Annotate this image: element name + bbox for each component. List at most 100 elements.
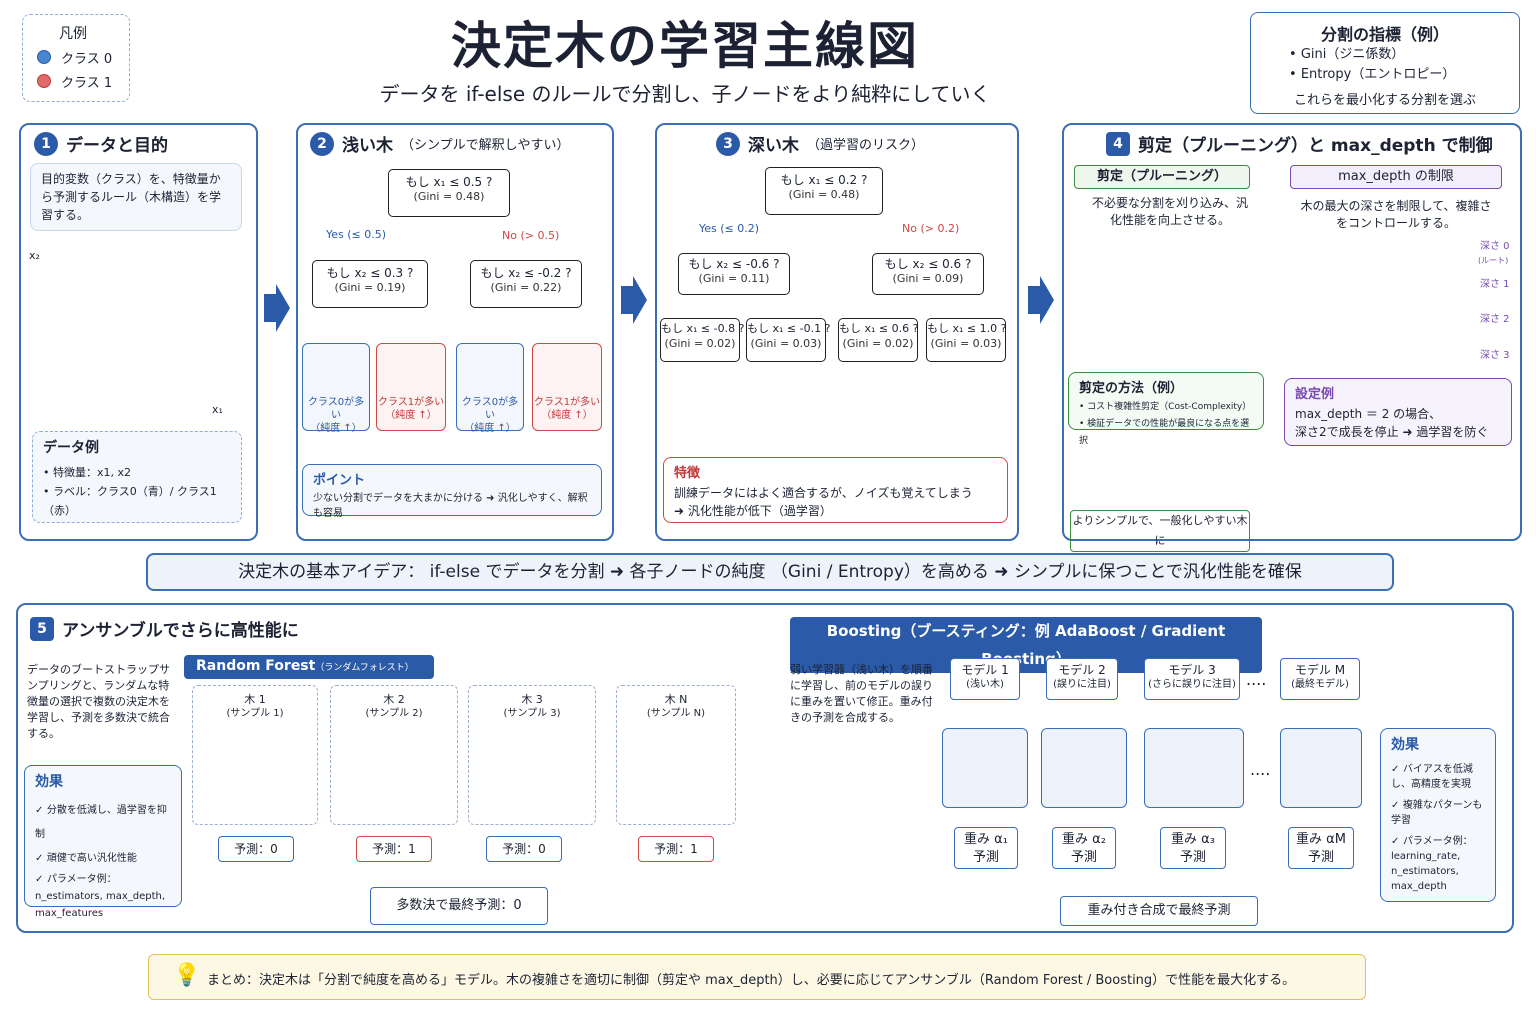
class0-dot-icon — [37, 50, 51, 64]
legend-class0: クラス 0 — [61, 52, 113, 67]
tree-node-low: もし x₁ ≤ 0.6 ?(Gini = 0.02) — [838, 318, 918, 362]
rf-effect-item: 頑健で高い汎化性能 — [35, 847, 171, 871]
lightbulb-icon: 💡 — [173, 963, 201, 988]
panel2-title: 2 浅い木（シンプルで解釈しやすい） — [310, 131, 569, 156]
panel-ensemble — [16, 603, 1514, 933]
flow-arrow-icon — [264, 284, 290, 332]
legend-class1: クラス 1 — [61, 76, 113, 91]
branch-no-label: No (> 0.5) — [502, 229, 560, 242]
rf-effect-title: 効果 — [35, 774, 63, 790]
class1-dot-icon — [37, 74, 51, 88]
panel1-title: 1 データと目的 — [34, 131, 168, 156]
summary-text: まとめ：決定木は「分割で純度を高める」モデル。木の複雑さを適切に制御（剪定や m… — [207, 973, 1296, 988]
step-number: 4 — [1106, 131, 1130, 156]
criteria-item: Gini（ジニ係数） — [1289, 45, 1455, 65]
rf-tree-box: 木 2(サンプル 2) — [330, 685, 458, 825]
criteria-title: 分割の指標（例） — [1320, 25, 1449, 44]
point-text: 少ない分割でデータを大まかに分ける ➜ 汎化しやすく、解釈も容易 — [313, 492, 588, 519]
boost-effect-item: パラメータ例：learning_rate, n_estimators, max_… — [1391, 834, 1485, 894]
point-title: ポイント — [313, 473, 366, 488]
panel-pruning — [1062, 123, 1522, 541]
flow-arrow-icon — [1028, 276, 1054, 324]
point-box: ポイント 少ない分割でデータを大まかに分ける ➜ 汎化しやすく、解釈も容易 — [302, 464, 602, 519]
depth-label: (ルート) — [1478, 256, 1509, 265]
prune-method-box: 剪定の方法（例） コスト複雑性剪定（Cost-Complexity） 検証データ… — [1068, 372, 1264, 446]
tree-node-right: もし x₂ ≤ -0.2 ?(Gini = 0.22) — [470, 260, 582, 308]
data-example-title: データ例 — [43, 440, 99, 456]
step-number: 2 — [310, 131, 334, 156]
step-number: 3 — [716, 131, 740, 156]
prune-desc: 不必要な分割を刈り込み、汎化性能を向上させる。 — [1091, 196, 1248, 228]
leaf-class0: クラス0が多い（純度 ↑） — [456, 343, 524, 434]
data-example-item: 特徴量：x1, x2 — [43, 463, 231, 482]
boost-model-box: モデル M(最終モデル) — [1280, 658, 1360, 700]
panel4-title: 4 剪定（プルーニング）と max_depth で制御 — [1106, 131, 1493, 156]
rf-effect-box: 効果 分散を低減し、過学習を抑制 頑健で高い汎化性能 パラメータ例：n_esti… — [24, 765, 182, 919]
rf-prediction: 予測：0 — [218, 836, 294, 862]
boost-effect-item: バイアスを低減し、高精度を実現 — [1391, 762, 1485, 792]
method-item: コスト複雑性剪定（Cost-Complexity） — [1079, 399, 1253, 416]
legend-box: 凡例 クラス 0 クラス 1 — [22, 14, 130, 102]
boost-model-box: モデル 2(誤りに注目) — [1046, 658, 1118, 700]
rf-desc: データのブートストラップサンプリングと、ランダムな特徴量の選択で複数の決定木を学… — [27, 663, 170, 740]
tree-node-mid: もし x₂ ≤ -0.6 ?(Gini = 0.11) — [678, 253, 790, 295]
branch-no-label: No (> 0.2) — [902, 222, 960, 235]
branch-yes-label: Yes (≤ 0.2) — [699, 222, 760, 235]
depth-label: 深さ 2 — [1480, 314, 1510, 325]
feature-box: 特徴 訓練データにはよく適合するが、ノイズも覚えてしまう ➜ 汎化性能が低下（過… — [663, 457, 1008, 523]
data-example-box: データ例 特徴量：x1, x2 ラベル：クラス0（青）/ クラス1（赤） — [32, 431, 242, 523]
boost-effect-title: 効果 — [1391, 737, 1419, 753]
criteria-box: 分割の指標（例） Gini（ジニ係数） Entropy（エントロピー） これらを… — [1250, 12, 1520, 114]
rf-prediction: 予測：1 — [638, 836, 714, 862]
depth-label: 深さ 1 — [1480, 279, 1510, 290]
weighted-combination: 重み付き合成で最終予測 — [1060, 896, 1258, 926]
tree-node-low: もし x₁ ≤ 1.0 ?(Gini = 0.03) — [926, 318, 1006, 362]
method-item: 検証データでの性能が最良になる点を選択 — [1079, 416, 1253, 450]
boost-model-box: モデル 1(浅い木) — [950, 658, 1020, 700]
rf-prediction: 予測：0 — [486, 836, 562, 862]
boost-effect-box: 効果 バイアスを低減し、高精度を実現 複雑なパターンも学習 パラメータ例：lea… — [1380, 728, 1496, 902]
rf-tree-box: 木 N(サンプル N) — [616, 685, 736, 825]
depth-tag: max_depth の制限 — [1290, 165, 1502, 189]
depth-label: 深さ 0 — [1480, 241, 1510, 252]
step-number: 5 — [30, 616, 54, 641]
panel5-title: 5 アンサンブルでさらに高性能に — [30, 616, 299, 641]
boost-sample-plot — [1280, 728, 1362, 808]
rf-tree-box: 木 1(サンプル 1) — [192, 685, 318, 825]
tree-node-left: もし x₂ ≤ 0.3 ?(Gini = 0.19) — [312, 260, 428, 308]
criteria-item: Entropy（エントロピー） — [1289, 65, 1456, 85]
summary-bar: 💡 まとめ：決定木は「分割で純度を高める」モデル。木の複雑さを適切に制御（剪定や… — [148, 954, 1366, 1000]
feature-line: ➜ 汎化性能が低下（過学習） — [674, 503, 832, 518]
step-number: 1 — [34, 131, 58, 156]
tree-root-node: もし x₁ ≤ 0.5 ?(Gini = 0.48) — [388, 169, 510, 217]
legend-title: 凡例 — [59, 26, 87, 42]
boost-sample-plot — [1144, 728, 1244, 808]
leaf-class1: クラス1が多い（純度 ↑） — [376, 343, 446, 431]
depth-label: 深さ 3 — [1480, 350, 1510, 361]
criteria-note: これらを最小化する分割を選ぶ — [1293, 93, 1476, 108]
flow-arrow-icon — [621, 276, 647, 324]
leaf-class0: クラス0が多い（純度 ↑） — [302, 343, 370, 434]
boost-sample-plot — [1041, 728, 1127, 808]
axis-label-y: x₂ — [29, 249, 40, 262]
boost-sample-plot — [942, 728, 1028, 808]
axis-label-x: x₁ — [212, 403, 223, 416]
boost-desc: 弱い学習器（浅い木）を順番に学習し、前のモデルの誤りに重みを置いて修正。重み付き… — [790, 663, 933, 724]
prune-tag: 剪定（プルーニング） — [1074, 165, 1250, 189]
data-example-item: ラベル：クラス0（青）/ クラス1（赤） — [43, 482, 231, 520]
tree-root-node: もし x₁ ≤ 0.2 ?(Gini = 0.48) — [765, 167, 883, 215]
method-title: 剪定の方法（例） — [1079, 381, 1184, 396]
boost-model-box: モデル 3(さらに誤りに注目) — [1144, 658, 1240, 700]
setting-line: max_depth ＝ 2 の場合、 — [1295, 406, 1442, 421]
majority-vote: 多数決で最終予測：0 — [370, 887, 548, 925]
feature-line: 訓練データにはよく適合するが、ノイズも覚えてしまう — [674, 485, 973, 500]
tree-node-low: もし x₁ ≤ -0.1 ?(Gini = 0.03) — [746, 318, 830, 362]
page-subtitle: データを if-else のルールで分割し、子ノードをより純粋にしていく — [379, 82, 991, 106]
setting-box: 設定例 max_depth ＝ 2 の場合、 深さ2で成長を停止 ➜ 過学習を防… — [1284, 378, 1512, 446]
rf-effect-item: 分散を低減し、過学習を抑制 — [35, 799, 171, 847]
feature-title: 特徴 — [674, 466, 701, 481]
